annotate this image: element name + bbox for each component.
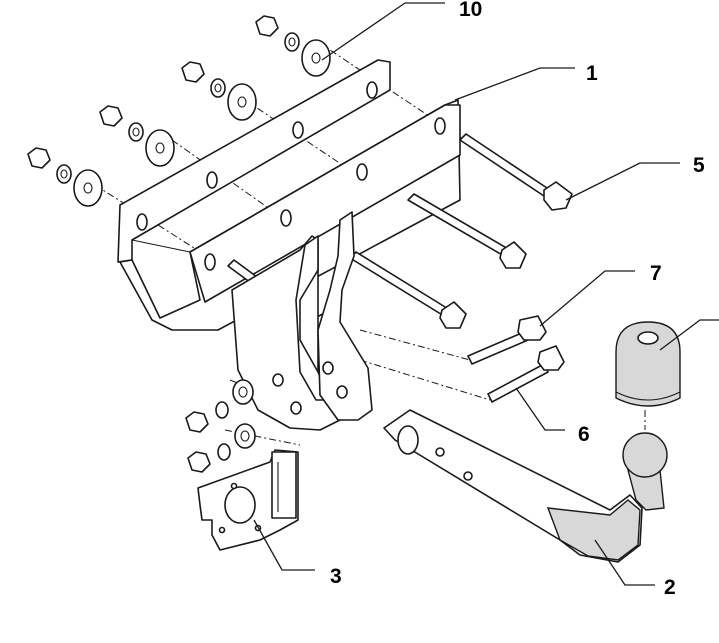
- hook-hole: [463, 471, 473, 481]
- leader-1: [454, 67, 575, 101]
- plate-hole: [272, 373, 284, 387]
- leader-10: [321, 2, 445, 61]
- nut-washer-stack: [181, 61, 257, 121]
- short-bolt: [467, 315, 547, 365]
- hook-mount-end: [397, 425, 419, 455]
- callout-5: 5: [693, 154, 705, 177]
- callout-6: 6: [578, 423, 590, 446]
- callout-7: 7: [650, 262, 662, 285]
- nut-washer-stack: [255, 15, 331, 77]
- callout-10: 10: [459, 0, 482, 21]
- bracket-hole: [136, 213, 148, 231]
- bracket-hole: [356, 163, 368, 181]
- nut-washer-stack: [187, 423, 256, 473]
- nut-washer-stack: [99, 105, 175, 167]
- bracket-hole: [280, 209, 292, 227]
- bracket-hole: [292, 121, 304, 139]
- leader-lines: [253, 2, 719, 586]
- ball-cap: [615, 321, 681, 407]
- callout-2: 2: [664, 576, 676, 599]
- hook-hole: [435, 447, 445, 457]
- callout-1: 1: [586, 62, 598, 85]
- leader-7: [539, 270, 635, 327]
- leader-5: [565, 162, 680, 201]
- bracket-hole: [366, 81, 378, 99]
- mounting-plate: [231, 211, 373, 431]
- leader-6: [515, 387, 565, 431]
- leader-cap: [659, 319, 719, 351]
- callout-labels: 10 1 5 7 6 2 3: [330, 0, 705, 599]
- leader-2: [594, 539, 655, 586]
- tow-hook: [383, 409, 668, 563]
- nut-washer-stack: [27, 147, 103, 207]
- plate-hole: [336, 385, 348, 399]
- tow-ball: [622, 432, 668, 478]
- bracket-hole: [204, 253, 216, 271]
- socket-opening: [224, 486, 256, 524]
- cross-beam-bracket: [117, 59, 461, 331]
- plate-hole: [290, 401, 302, 415]
- callout-3: 3: [330, 565, 342, 588]
- plate-hole: [322, 361, 334, 375]
- socket-plate: [197, 449, 299, 551]
- bracket-hole: [206, 171, 218, 189]
- nut-washer-stack: [185, 379, 254, 433]
- leader-3: [253, 519, 315, 571]
- bracket-hole: [434, 117, 446, 135]
- short-bolt: [487, 345, 565, 403]
